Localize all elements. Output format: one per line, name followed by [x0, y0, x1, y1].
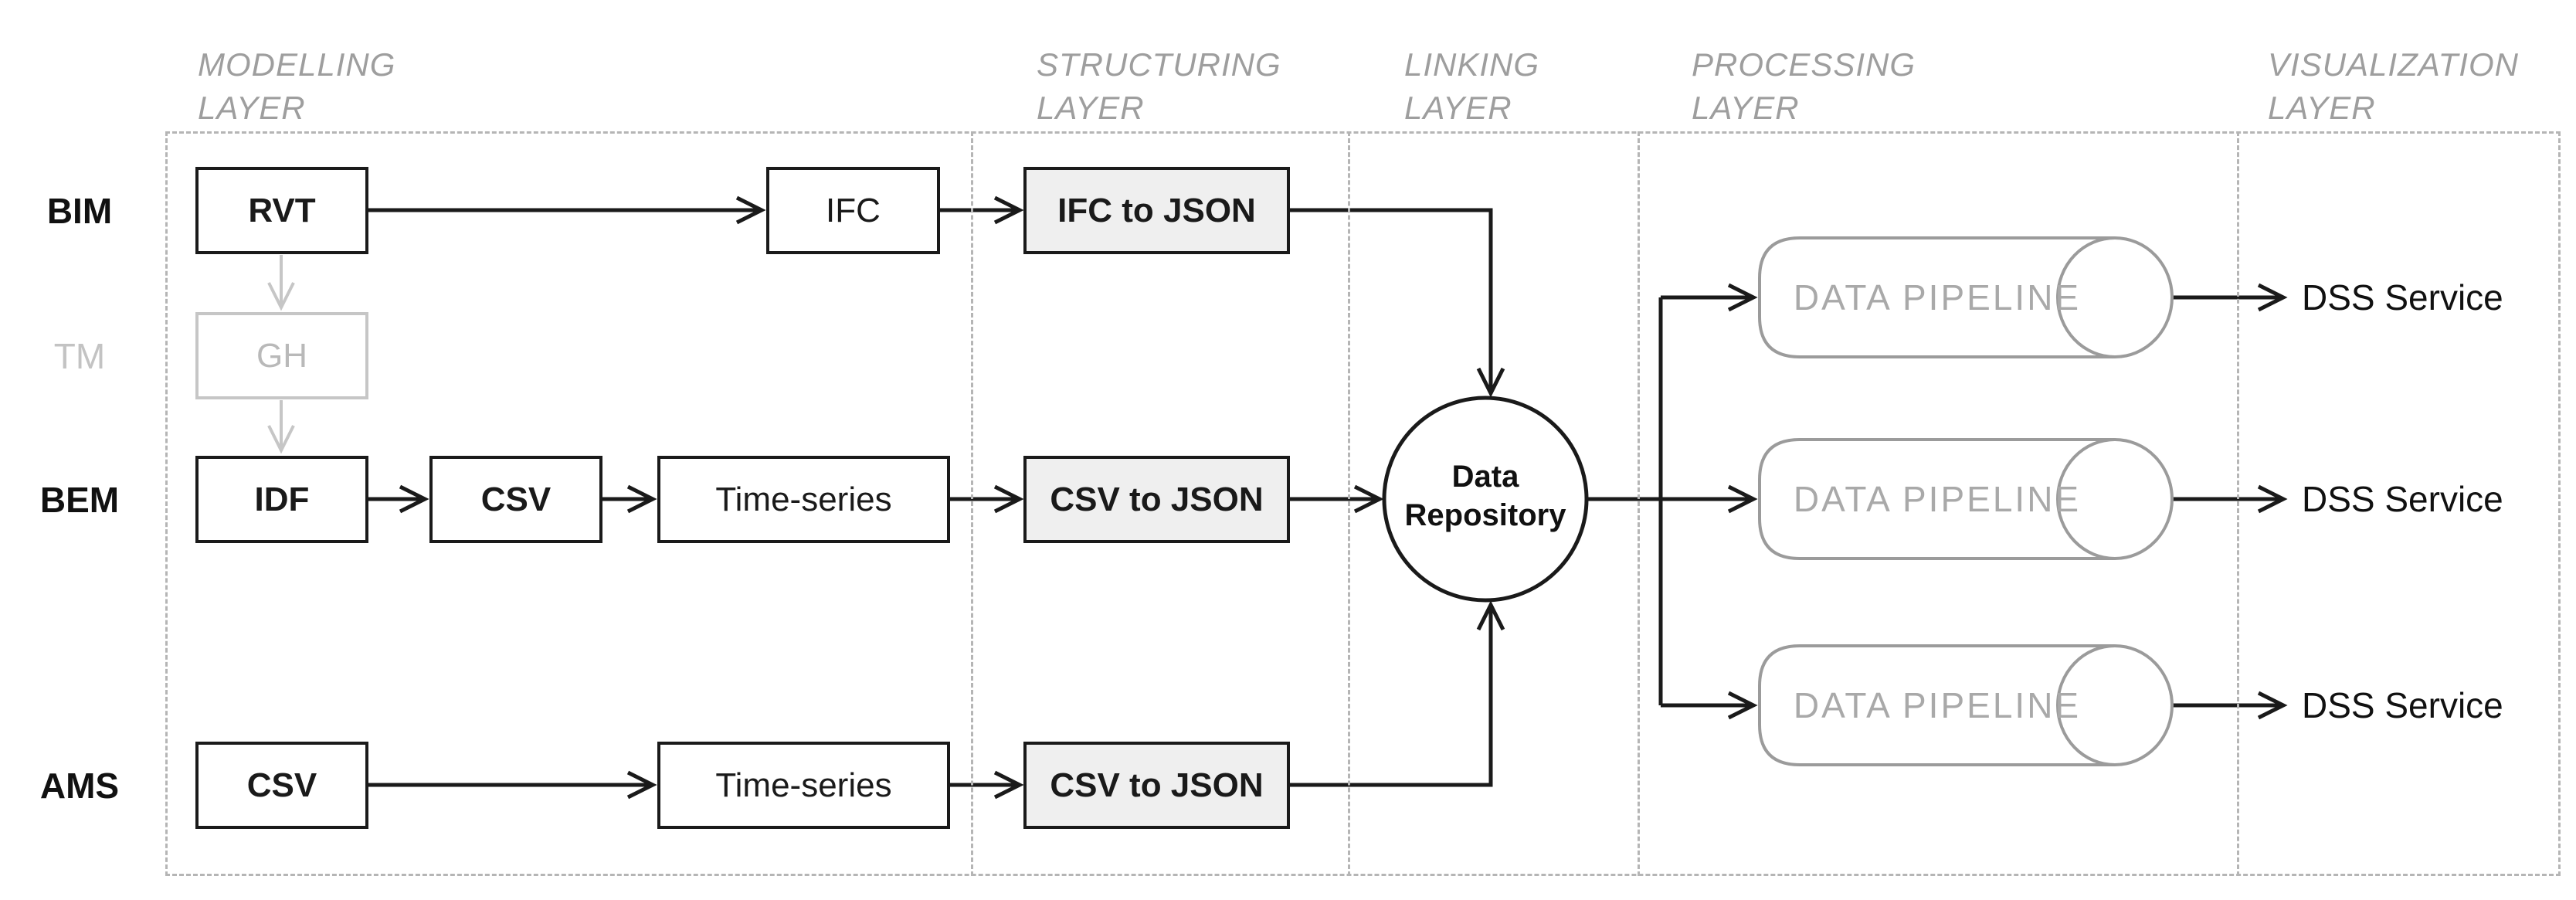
data-pipeline-label-2: DATA PIPELINE — [1793, 479, 2082, 519]
dss-service-label-3: DSS Service — [2302, 685, 2503, 725]
node-ifc: IFC — [766, 167, 940, 254]
layer-label-visualization: VISUALIZATION LAYER — [2268, 46, 2519, 126]
node-csv-to-json-bem: CSV to JSON — [1023, 456, 1290, 543]
node-rvt: RVT — [195, 167, 368, 254]
data-pipeline-label-3: DATA PIPELINE — [1793, 685, 2082, 725]
row-label-bim: BIM — [46, 191, 113, 231]
layer-label-linking: LINKING LAYER — [1404, 46, 1540, 126]
data-repository-label: Data Repository — [1404, 460, 1566, 532]
layer-divider-structuring-linking — [1348, 131, 1350, 876]
node-csv-to-json-ams: CSV to JSON — [1023, 742, 1290, 829]
layer-divider-linking-processing — [1638, 131, 1640, 876]
row-label-tm: TM — [53, 336, 106, 376]
diagram-outer-border — [165, 131, 2561, 876]
layer-label-structuring: STRUCTURING LAYER — [1037, 46, 1281, 126]
node-ifc-to-json: IFC to JSON — [1023, 167, 1290, 254]
row-label-ams: AMS — [39, 766, 120, 806]
arrow-ifcjson-to-repository — [1290, 208, 1505, 398]
data-pipeline-cylinder-1 — [1758, 236, 2174, 358]
layer-divider-modelling-structuring — [971, 131, 973, 876]
dss-service-label-2: DSS Service — [2302, 479, 2503, 519]
data-pipeline-cylinder-3 — [1758, 644, 2174, 766]
data-pipeline-cylinder-2 — [1758, 438, 2174, 560]
layer-divider-processing-visualization — [2237, 131, 2239, 876]
data-repository-circle — [1382, 396, 1589, 603]
node-timeseries-bem: Time-series — [657, 456, 950, 543]
arrow-csvjson-ams-to-repository — [1290, 600, 1505, 787]
dss-service-label-1: DSS Service — [2302, 277, 2503, 318]
node-csv-bem: CSV — [429, 456, 602, 543]
node-idf: IDF — [195, 456, 368, 543]
data-pipeline-label-1: DATA PIPELINE — [1793, 277, 2082, 318]
node-timeseries-ams: Time-series — [657, 742, 950, 829]
node-csv-ams: CSV — [195, 742, 368, 829]
layer-label-processing: PROCESSING LAYER — [1692, 46, 1916, 126]
layer-label-modelling: MODELLING LAYER — [198, 46, 396, 126]
row-label-bem: BEM — [39, 480, 120, 520]
node-gh: GH — [195, 312, 368, 399]
